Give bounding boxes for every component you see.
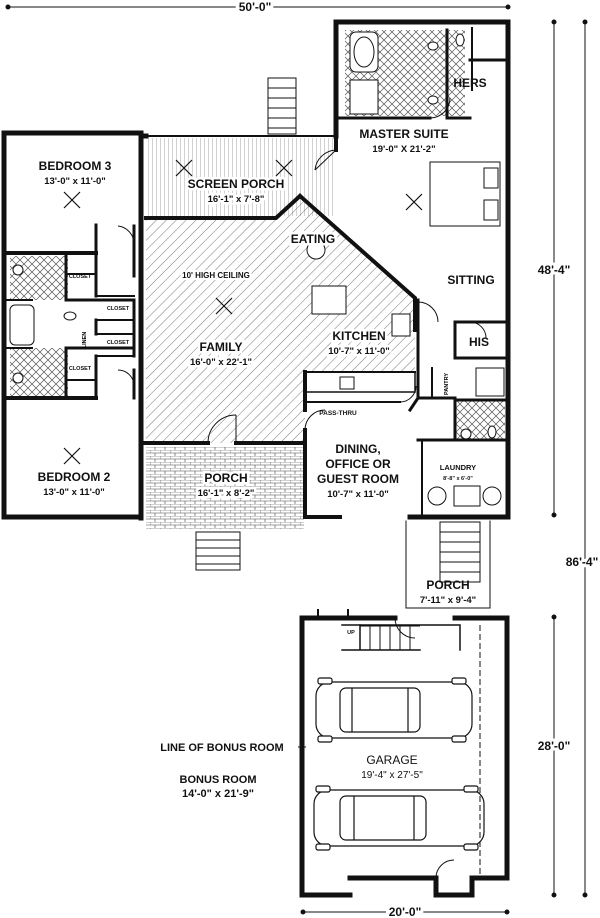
- bonus-room-size: 14'-0" x 21'-9": [182, 788, 254, 800]
- his-closet-name: HIS: [469, 335, 489, 349]
- bonus-line-label: LINE OF BONUS ROOM: [160, 742, 283, 754]
- front-porch-size: 16'-1" x 8'-2": [198, 488, 255, 499]
- screen-porch-size: 16'-1" x 7'-8": [208, 194, 265, 205]
- small-labels: CLOSET CLOSET CLOSET CLOSET LINEN PASS-T…: [69, 274, 357, 636]
- pass-thru-label: PASS-THRU: [319, 410, 357, 417]
- dining-line2: OFFICE OR: [325, 457, 391, 471]
- closet-label-2: CLOSET: [107, 306, 130, 312]
- laundry-name: LAUNDRY: [440, 463, 476, 472]
- dining-line1: DINING,: [335, 442, 380, 456]
- bonus-room-name: BONUS ROOM: [180, 774, 257, 786]
- hers-closet-name: HERS: [453, 76, 486, 90]
- eating-name: EATING: [291, 232, 335, 246]
- dining-size: 10'-7" x 11'-0": [327, 489, 389, 500]
- closet-label-4: CLOSET: [69, 366, 92, 372]
- front-porch-name: PORCH: [204, 471, 247, 485]
- ceiling-fans: [63, 159, 423, 465]
- master-suite-name: MASTER SUITE: [359, 127, 448, 141]
- fixtures: [9, 31, 505, 507]
- overall-depth-label: 86'-4": [566, 555, 599, 569]
- sitting-name: SITTING: [447, 273, 494, 287]
- family-size: 16'-0" x 22'-1": [190, 357, 252, 368]
- garage-size: 19'-4" x 27'-5": [361, 770, 423, 781]
- kitchen-size: 10'-7" x 11'-0": [328, 346, 390, 357]
- rear-porch-name: PORCH: [426, 578, 469, 592]
- doors: [117, 97, 487, 879]
- closet-label-3: CLOSET: [107, 340, 130, 346]
- closet-label-1: CLOSET: [69, 274, 92, 280]
- garage-depth-label: 28'-0": [538, 739, 571, 753]
- bedroom3-size: 13'-0" x 11'-0": [44, 176, 106, 187]
- family-ceiling-note: 10' HIGH CEILING: [182, 271, 250, 280]
- bedroom3-name: BEDROOM 3: [39, 159, 112, 173]
- pantry-label: PANTRY: [444, 373, 450, 395]
- screen-porch-name: SCREEN PORCH: [188, 177, 285, 191]
- stair-up-label: UP: [347, 630, 355, 636]
- dining-line3: GUEST ROOM: [317, 472, 399, 486]
- car-upper: [315, 677, 473, 743]
- bedroom2-name: BEDROOM 2: [38, 470, 111, 484]
- rear-porch-size: 7'-11" x 9'-4": [420, 595, 476, 606]
- laundry-size: 8'-8" x 6'-0": [443, 476, 473, 482]
- main-depth-label: 48'-4": [538, 263, 571, 277]
- linen-label: LINEN: [82, 332, 88, 349]
- floor-fills: [10, 30, 505, 529]
- car-lower: [313, 785, 485, 851]
- stairs: [195, 77, 481, 650]
- dimension-lines: [5, 4, 588, 915]
- family-name: FAMILY: [200, 340, 243, 354]
- walls: [1, 19, 511, 898]
- garage-name: GARAGE: [366, 753, 417, 767]
- master-suite-size: 19'-0" X 21'-2": [372, 144, 435, 155]
- bedroom2-size: 13'-0" x 11'-0": [43, 487, 105, 498]
- room-labels: BEDROOM 3 13'-0" x 11'-0" BEDROOM 2 13'-…: [38, 76, 495, 800]
- overall-width-label: 50'-0": [239, 0, 272, 14]
- kitchen-name: KITCHEN: [332, 329, 385, 343]
- garage-width-label: 20'-0": [389, 905, 422, 918]
